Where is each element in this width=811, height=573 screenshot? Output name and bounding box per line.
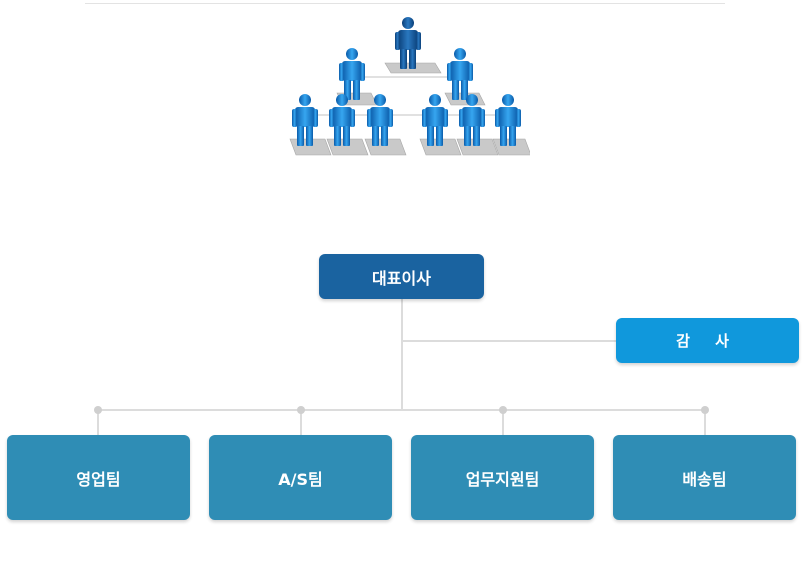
ceo-connector-vertical [401,299,403,410]
top-divider [85,3,725,4]
team-box-delivery: 배송팀 [613,435,796,520]
connector-dot [297,406,305,414]
team-drop-line [97,410,99,435]
team-drop-line [704,410,706,435]
auditor-connector [402,340,616,342]
auditor-box: 감 사 [616,318,799,363]
team-drop-line [300,410,302,435]
people-hierarchy-icon [289,17,530,156]
team-drop-line [502,410,504,435]
connector-dot [701,406,709,414]
ceo-box: 대표이사 [319,254,484,299]
team-box-support: 업무지원팀 [411,435,594,520]
team-box-as: A/S팀 [209,435,392,520]
team-connector-horizontal [97,409,705,411]
connector-dot [499,406,507,414]
connector-dot [94,406,102,414]
team-box-sales: 영업팀 [7,435,190,520]
